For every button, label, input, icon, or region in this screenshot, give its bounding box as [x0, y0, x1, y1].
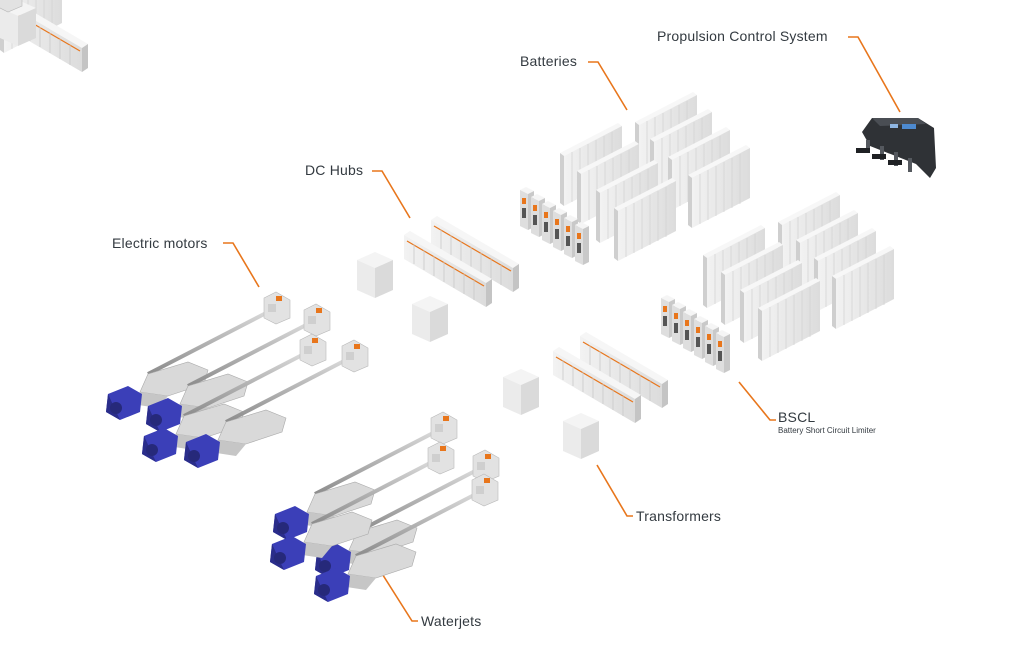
label-transformers: Transformers: [636, 508, 722, 524]
label-bscl-subtitle: Battery Short Circuit Limiter: [778, 426, 876, 435]
label-bscl: BSCL: [778, 409, 816, 425]
leader-waterjets: [380, 571, 418, 622]
dc-hubs-upper: [0, 0, 520, 308]
electric-motors-upper: [0, 0, 370, 470]
propulsion-console: [856, 118, 936, 178]
dc-hubs-lower: [552, 331, 669, 424]
bscl-units-2: [661, 295, 730, 373]
label-batteries: Batteries: [520, 53, 578, 69]
label-electric-motors: Electric motors: [112, 235, 208, 251]
batteries-cluster-2: [702, 191, 895, 362]
label-waterjets: Waterjets: [421, 613, 482, 629]
leader-propulsion: [848, 36, 901, 113]
leader-transformers: [596, 464, 633, 517]
batteries-cluster-1: [0, 0, 751, 262]
electric-motors-lower: [268, 410, 501, 604]
leader-electric-motors: [223, 242, 260, 288]
label-propulsion-control-system: Propulsion Control System: [657, 28, 828, 44]
leader-lines: [223, 36, 901, 622]
leader-dc-hubs: [372, 170, 411, 219]
transformers: [0, 0, 599, 459]
leader-batteries: [588, 61, 628, 111]
bscl-units-1: [0, 0, 589, 265]
leader-bscl: [738, 381, 776, 421]
label-dc-hubs: DC Hubs: [305, 162, 364, 178]
